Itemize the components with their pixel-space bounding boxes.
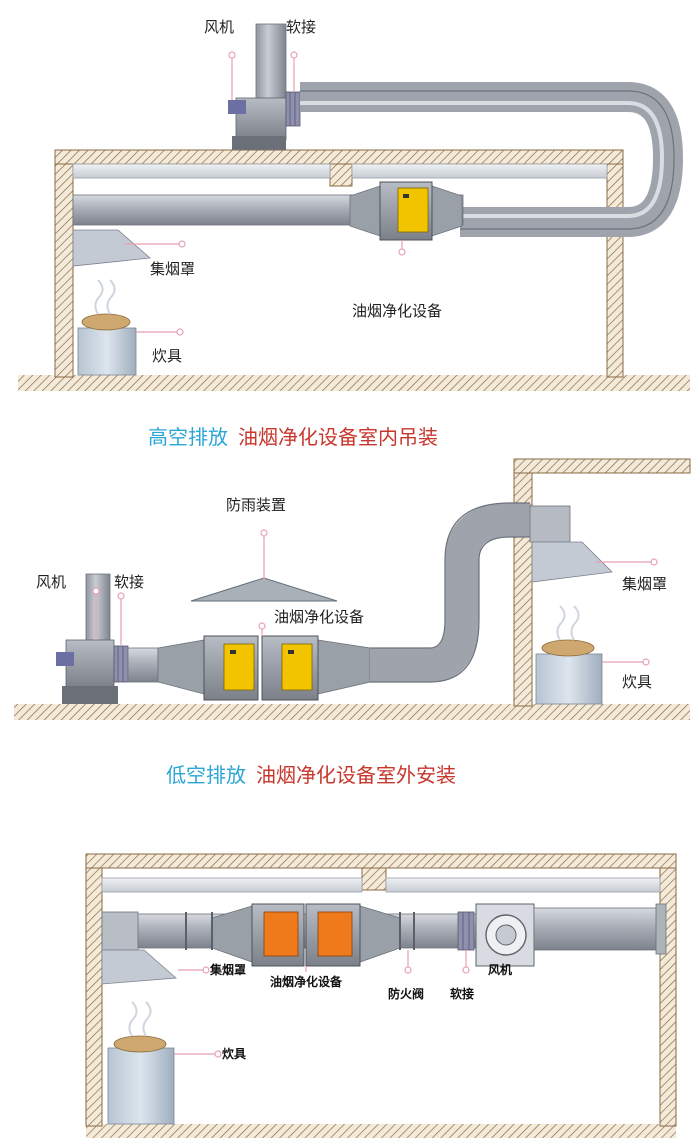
purifier-panel (263, 911, 299, 957)
duct-inlet (127, 647, 159, 683)
beam (361, 867, 387, 891)
duct-transition (431, 185, 463, 237)
label-rain-cap: 防雨装置 (226, 496, 286, 514)
label-hood: 集烟罩 (622, 575, 667, 593)
caption-2-part1: 低空排放 (166, 763, 246, 787)
flex-connector (113, 645, 129, 683)
wok (113, 1035, 167, 1053)
smoke-hood (72, 229, 151, 267)
wok (81, 313, 131, 331)
steam (556, 605, 580, 641)
smoke-hood (531, 541, 613, 583)
steam (94, 279, 116, 315)
stove (535, 653, 603, 705)
suspended-ceiling (385, 877, 661, 893)
flex-connector (457, 911, 475, 951)
label-fan: 风机 (488, 962, 512, 977)
ground (18, 375, 690, 391)
steam (128, 1001, 152, 1037)
label-purifier: 油烟净化设备 (270, 974, 343, 989)
right-wall (659, 853, 677, 1127)
caption-2-part2: 油烟净化设备室外安装 (256, 763, 456, 787)
label-flex: 软接 (114, 573, 144, 591)
label-stove: 炊具 (222, 1046, 246, 1061)
fan-motor (228, 100, 246, 114)
fan-motor (56, 652, 74, 666)
caption-1-part1: 高空排放 (148, 425, 228, 449)
fan-base (62, 686, 118, 704)
roof-slab (85, 853, 677, 869)
leader-dots (202, 966, 470, 1058)
beam (329, 163, 353, 187)
label-fan: 风机 (36, 573, 66, 591)
caption-1-part2: 油烟净化设备室内吊装 (238, 425, 438, 449)
section-3-indoor-inline: 集烟罩 油烟净化设备 防火阀 软接 风机 炊具 (85, 853, 677, 1138)
wall-penetration-duct (529, 505, 571, 543)
purifier-panel (317, 911, 353, 957)
building-roof (513, 458, 691, 474)
leader-lines (124, 55, 403, 333)
flex-connector (285, 91, 301, 127)
u-bend-duct (300, 82, 683, 237)
right-wall (606, 149, 624, 378)
label-purifier: 油烟净化设备 (274, 608, 364, 626)
fan-base (232, 136, 286, 150)
purifier-panel (223, 643, 255, 691)
leader-dots (92, 529, 658, 666)
ground (86, 1124, 676, 1138)
section-1-indoor-ceiling: 风机 软接 集烟罩 油烟净化设备 炊具 高空排放油烟净化设备室内吊装 (18, 18, 690, 449)
leader-dots (176, 51, 406, 336)
suspended-ceiling (72, 163, 331, 179)
label-hood: 集烟罩 (209, 962, 246, 977)
caption-2: 低空排放油烟净化设备室外安装 (166, 763, 456, 787)
duct-flanges (185, 912, 415, 950)
label-fan: 风机 (204, 18, 234, 36)
purifier-panel (397, 187, 429, 233)
label-fire-damper: 防火阀 (388, 986, 424, 1001)
exhaust-duct-rising (370, 503, 530, 682)
suspended-ceiling (101, 877, 363, 893)
roof-slab (54, 149, 624, 165)
duct-inlet (101, 911, 139, 951)
duct-transition (349, 185, 381, 237)
label-stove: 炊具 (622, 673, 652, 691)
purifier-panel (281, 643, 313, 691)
wok (541, 639, 595, 657)
ground (14, 704, 690, 720)
rain-cap (190, 577, 338, 602)
duct-outlet-end (655, 903, 667, 955)
section-2-outdoor: 防雨装置 风机 软接 油烟净化设备 集烟罩 炊具 低空排放油烟净化设备室外安装 (14, 458, 691, 787)
suspended-ceiling (351, 163, 608, 179)
duct-outlet (533, 907, 663, 951)
leader-lines (95, 533, 654, 663)
stove (107, 1047, 175, 1125)
label-flex: 软接 (450, 986, 474, 1001)
building-wall (513, 458, 533, 707)
duct-transition (157, 639, 205, 695)
caption-1: 高空排放油烟净化设备室内吊装 (148, 425, 438, 449)
smoke-hood (101, 949, 177, 985)
label-stove: 炊具 (152, 347, 182, 365)
leader-lines (174, 950, 467, 1055)
label-hood: 集烟罩 (150, 260, 195, 278)
left-wall (54, 149, 74, 378)
stove (77, 327, 137, 376)
duct-transition (317, 639, 371, 695)
label-flex: 软接 (286, 18, 316, 36)
left-wall (85, 853, 103, 1127)
label-purifier: 油烟净化设备 (352, 302, 442, 320)
